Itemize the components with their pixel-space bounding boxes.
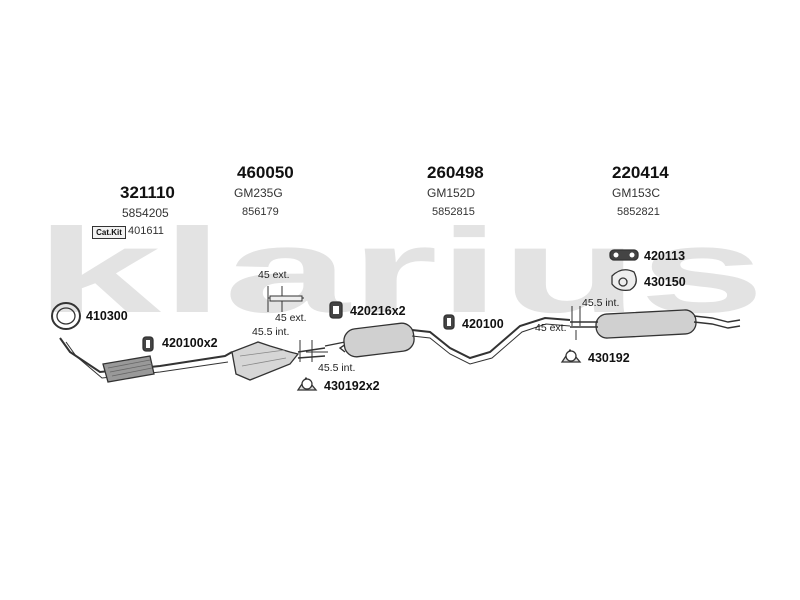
clamp-430192x2-graphic [296, 376, 318, 391]
dimension-label: 45.5 int. [252, 326, 290, 338]
gasket-ring [51, 302, 81, 330]
part-ref-gm152d: GM152D [427, 186, 476, 200]
part-ref-5852815: 5852815 [432, 206, 475, 218]
dimension-markers [267, 286, 581, 362]
part-number-460050: 460050 [237, 163, 294, 182]
cat-kit-badge: Cat.Kit [92, 226, 126, 239]
mount-420100x2-graphic [142, 336, 154, 352]
accessory-420100: 420100 [462, 317, 504, 331]
accessory-430150: 430150 [644, 275, 686, 289]
accessory-430192: 430192 [588, 351, 630, 365]
front-pipe [59, 337, 233, 383]
clamp-430150-graphic [611, 269, 637, 292]
clamp-430192-graphic [560, 348, 582, 363]
rear-silencer [570, 309, 741, 339]
mount-420216x2-graphic [329, 301, 343, 319]
part-ref-gm235g: GM235G [234, 186, 283, 200]
catalytic-converter [231, 341, 326, 381]
dimension-label: 45 ext. [275, 312, 307, 324]
dimension-label: 45.5 int. [318, 362, 356, 374]
part-ref-856179: 856179 [242, 206, 279, 218]
accessory-410300: 410300 [86, 309, 128, 323]
mount-420100-graphic [443, 314, 455, 330]
part-ref-5854205: 5854205 [122, 206, 169, 220]
dimension-label: 45 ext. [258, 269, 290, 281]
accessory-420100x2: 420100x2 [162, 336, 218, 350]
part-number-321110: 321110 [120, 183, 175, 202]
centre-silencer [324, 316, 571, 365]
dimension-label: 45.5 int. [582, 297, 620, 309]
dimension-label: 45 ext. [535, 322, 567, 334]
part-number-260498: 260498 [427, 163, 484, 182]
mount-420113-graphic [609, 249, 639, 261]
part-ref-5852821: 5852821 [617, 206, 660, 218]
accessory-420216x2: 420216x2 [350, 304, 406, 318]
part-ref-gm153c: GM153C [612, 186, 661, 200]
part-number-220414: 220414 [612, 163, 669, 182]
cat-kit-number: 401611 [128, 225, 164, 237]
accessory-430192x2: 430192x2 [324, 379, 380, 393]
accessory-420113: 420113 [644, 249, 686, 263]
